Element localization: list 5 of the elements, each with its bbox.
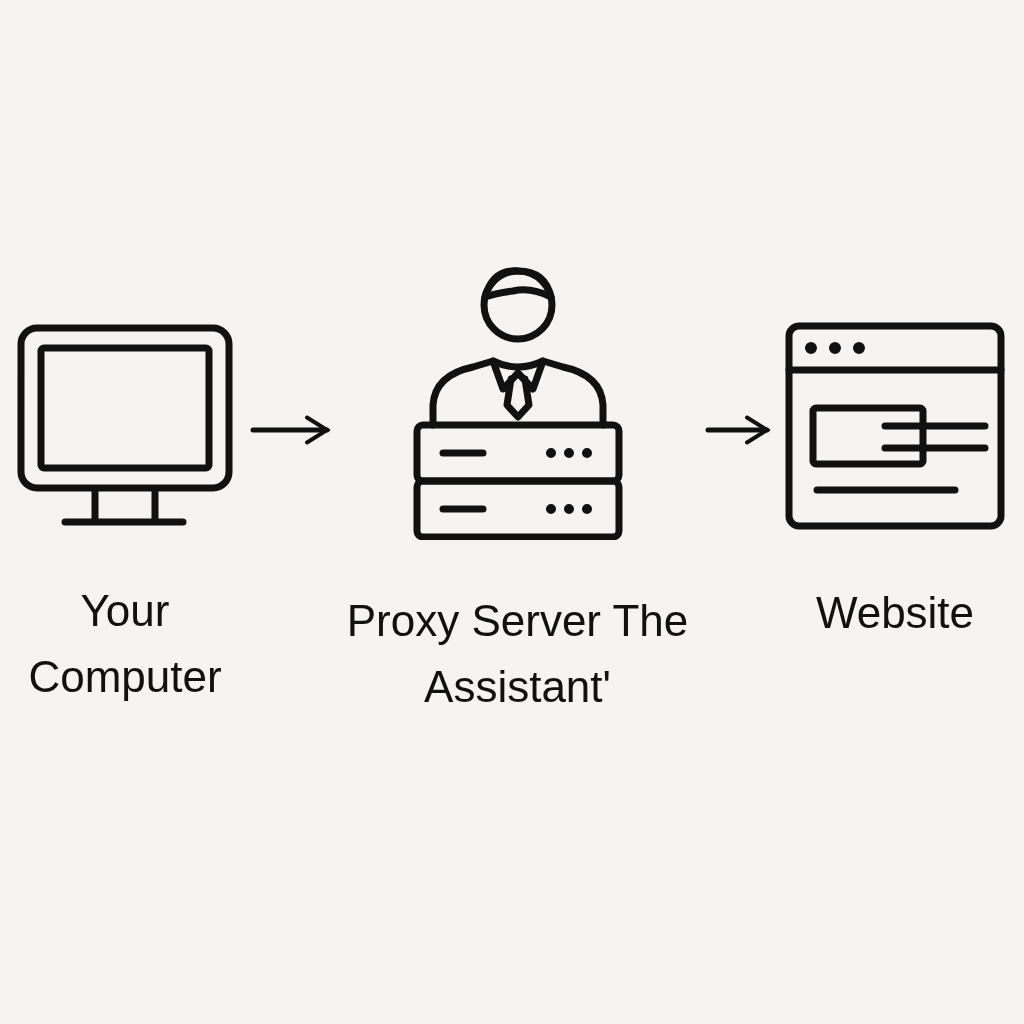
node-label: Proxy Server The Assistant' <box>345 595 690 713</box>
node-label: Your Computer <box>27 585 223 703</box>
arrow <box>250 415 330 445</box>
arrow <box>705 415 770 445</box>
node-label: Website <box>815 587 975 639</box>
